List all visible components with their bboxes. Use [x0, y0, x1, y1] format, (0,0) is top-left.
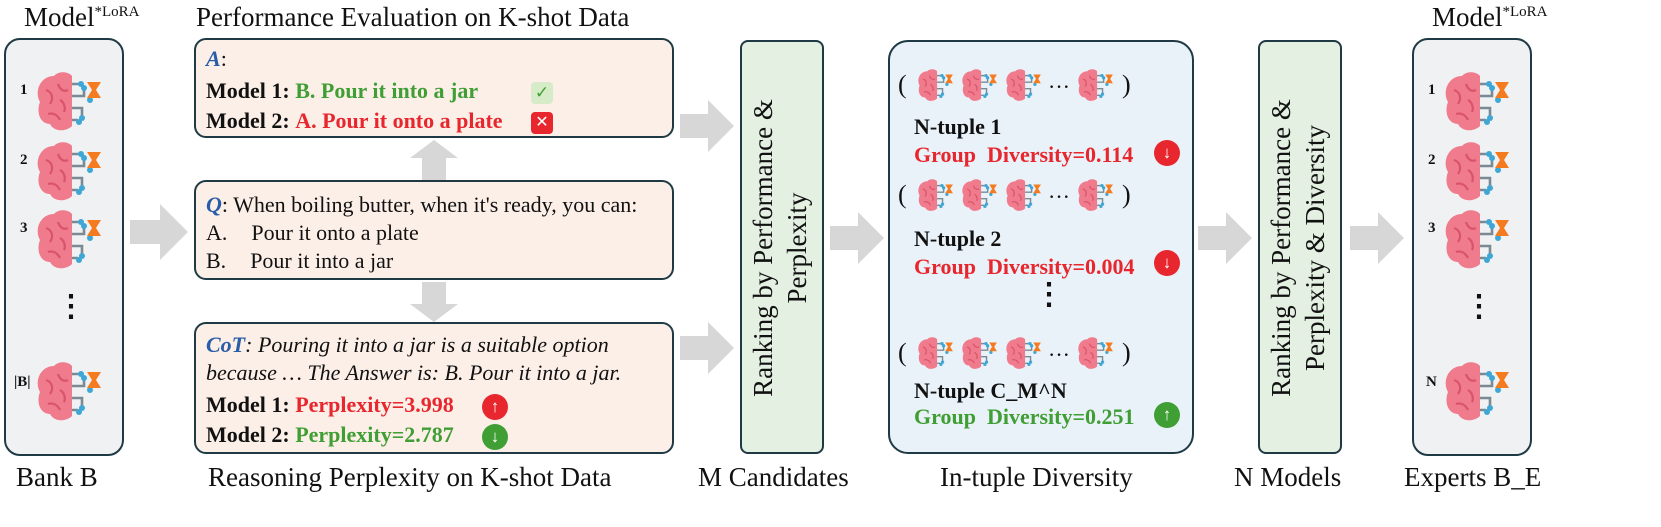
brain-lora-icon: [36, 140, 103, 202]
arrow-right-icon: [830, 212, 884, 264]
expert-item-number: 2: [1428, 152, 1436, 168]
model1-perplexity-row: Model 1: Perplexity=3.998: [206, 392, 454, 417]
in-tuple-diversity-label: In-tuple Diversity: [940, 462, 1133, 492]
question-box: Q: When boiling butter, when it's ready,…: [194, 180, 674, 280]
expert-item-number: 3: [1428, 220, 1436, 236]
tuple-open-paren: (: [898, 70, 907, 99]
question-text: Q: When boiling butter, when it's ready,…: [206, 192, 638, 217]
expert-item-number: N: [1426, 374, 1437, 390]
tuple-name: N-tuple C_M^N: [914, 378, 1067, 403]
brain-lora-icon: [1005, 68, 1042, 102]
ranking-2-text: Ranking by Performance & Perplexity & Di…: [1266, 99, 1330, 397]
arrow-down-badge-icon: ↓: [1154, 140, 1180, 166]
bank-label: Bank B: [16, 462, 98, 492]
cot-line-2: because … The Answer is: B. Pour it into…: [206, 360, 622, 385]
vertical-ellipsis: ⋮: [1464, 290, 1494, 323]
ranking-performance-perplexity-diversity-box: Ranking by Performance & Perplexity & Di…: [1258, 40, 1342, 454]
m-candidates-label: M Candidates: [698, 462, 849, 492]
arrow-right-icon: [130, 204, 188, 260]
arrow-down-badge-icon: ↓: [482, 424, 508, 450]
brain-lora-icon: [917, 178, 954, 212]
brain-lora-icon: [1077, 336, 1114, 370]
brain-lora-icon: [961, 68, 998, 102]
brain-lora-icon: [36, 70, 103, 132]
arrow-right-icon: [680, 100, 734, 152]
tuple-diversity: Group Diversity=0.004: [914, 254, 1135, 279]
brain-lora-icon: [36, 208, 103, 270]
tuple-name: N-tuple 2: [914, 226, 1002, 251]
arrow-up-badge-icon: ↑: [482, 394, 508, 420]
arrow-right-icon: [1198, 212, 1252, 264]
experts-label: Experts B_E: [1404, 462, 1542, 492]
ranking-performance-perplexity-box: Ranking by Performance & Perplexity: [740, 40, 824, 454]
tuple-ellipsis: ···: [1048, 342, 1070, 367]
tuple-close-paren: ): [1122, 180, 1131, 209]
ranking-1-text: Ranking by Performance & Perplexity: [748, 99, 812, 397]
n-models-label: N Models: [1234, 462, 1342, 492]
tuple-close-paren: ): [1122, 70, 1131, 99]
model2-answer-row: Model 2: A. Pour it onto a plate: [206, 108, 503, 133]
tuple-ellipsis: ···: [1048, 184, 1070, 209]
brain-lora-icon: [1444, 70, 1511, 132]
option-a: A.Pour it onto a plate: [206, 220, 419, 245]
brain-lora-icon: [1444, 360, 1511, 422]
cross-icon: ✕: [531, 112, 553, 134]
brain-lora-icon: [36, 360, 103, 422]
tuple-close-paren: ): [1122, 338, 1131, 367]
model2-perplexity-row: Model 2: Perplexity=2.787: [206, 422, 454, 447]
tuple-name: N-tuple 1: [914, 114, 1002, 139]
tuple-open-paren: (: [898, 180, 907, 209]
arrow-down-badge-icon: ↓: [1154, 250, 1180, 276]
brain-lora-icon: [1077, 178, 1114, 212]
brain-lora-icon: [1077, 68, 1114, 102]
vertical-ellipsis: ⋮: [56, 290, 86, 323]
arrow-up-icon: [410, 140, 458, 180]
brain-lora-icon: [961, 178, 998, 212]
vertical-ellipsis: ⋮: [1034, 278, 1064, 311]
check-icon: ✓: [531, 82, 553, 104]
brain-lora-icon: [1005, 336, 1042, 370]
model-bank-panel: 1 2 3 ⋮ |B|: [4, 38, 124, 456]
answer-header: A:: [206, 46, 227, 71]
cot-box: CoT: Pouring it into a jar is a suitable…: [194, 322, 674, 454]
model1-answer-row: Model 1: B. Pour it into a jar: [206, 78, 479, 103]
brain-lora-icon: [917, 336, 954, 370]
brain-lora-icon: [1444, 140, 1511, 202]
expert-item-number: 1: [1428, 82, 1436, 98]
brain-lora-icon: [1444, 208, 1511, 270]
option-b: B.Pour it into a jar: [206, 248, 394, 273]
tuple-diversity: Group Diversity=0.251: [914, 404, 1135, 429]
reasoning-perplexity-title: Reasoning Perplexity on K-shot Data: [208, 462, 612, 492]
arrow-right-icon: [680, 322, 734, 374]
bank-title: Model*LoRA: [24, 2, 140, 32]
experts-panel: 1 2 3 ⋮ N: [1412, 38, 1532, 456]
tuple-diversity: Group Diversity=0.114: [914, 142, 1134, 167]
arrow-down-icon: [410, 282, 458, 322]
brain-lora-icon: [917, 68, 954, 102]
cot-line-1: CoT: Pouring it into a jar is a suitable…: [206, 332, 609, 357]
experts-title: Model*LoRA: [1432, 2, 1548, 32]
performance-box: A: Model 1: B. Pour it into a jar ✓ Mode…: [194, 38, 674, 138]
bank-item-number: |B|: [14, 374, 31, 390]
tuple-open-paren: (: [898, 338, 907, 367]
in-tuple-diversity-box: ( ··· ) N-tuple 1 Group Diversity=0.114 …: [888, 40, 1194, 454]
performance-title: Performance Evaluation on K-shot Data: [196, 2, 630, 32]
brain-lora-icon: [961, 336, 998, 370]
arrow-up-badge-icon: ↑: [1154, 402, 1180, 428]
bank-item-number: 1: [20, 82, 28, 98]
bank-item-number: 2: [20, 152, 28, 168]
arrow-right-icon: [1350, 212, 1404, 264]
brain-lora-icon: [1005, 178, 1042, 212]
tuple-ellipsis: ···: [1048, 74, 1070, 99]
bank-item-number: 3: [20, 220, 28, 236]
